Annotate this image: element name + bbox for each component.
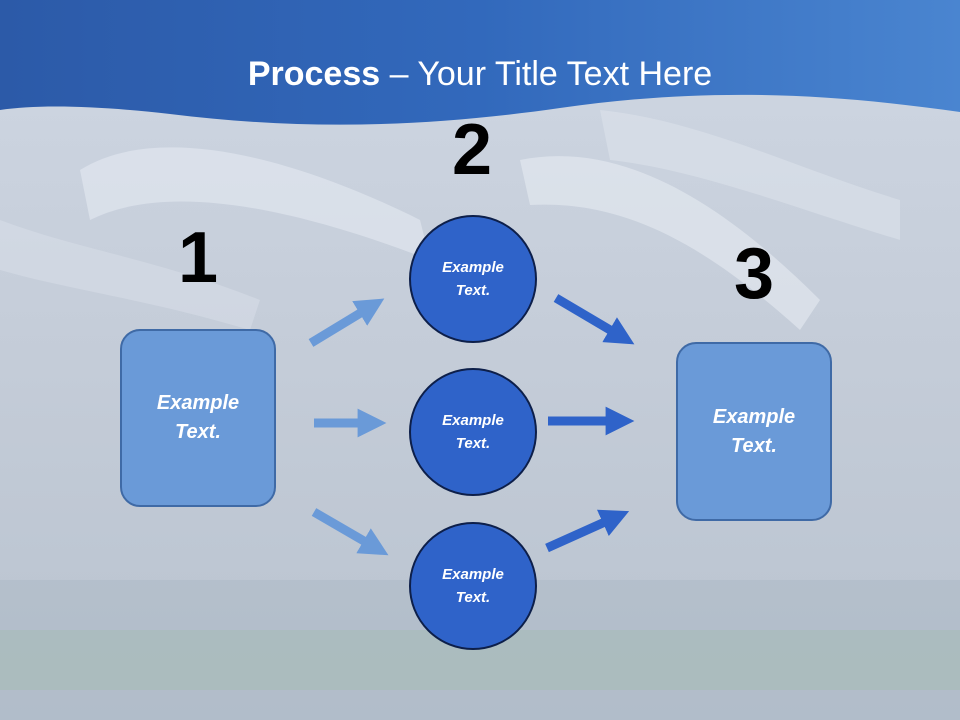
left-box-text: Example Text. [156,392,240,443]
circle-middle-text: Example Text. [442,412,504,452]
right-box-text: Example Text. [712,405,796,457]
arrow-left-to-bottom [311,508,389,556]
step-number-3: 3 [733,234,775,314]
arrow-top-to-right [553,294,635,345]
title-bold: Process [247,55,381,93]
right-box[interactable]: Example Text. [676,342,832,521]
slide-title: Process – Your Title Text Here [0,52,960,96]
circle-bottom-text: Example Text. [442,566,504,606]
arrow-left-to-top [308,298,385,347]
circle-middle[interactable]: Example Text. [409,368,537,496]
circle-bottom[interactable]: Example Text. [409,522,537,650]
left-box[interactable]: Example Text. [120,329,276,507]
step-number-2: 2 [451,110,493,190]
circle-top[interactable]: Example Text. [409,215,537,343]
arrow-bottom-to-right [545,509,630,553]
title-rest: – Your Title Text Here [380,55,713,93]
circle-top-text: Example Text. [442,259,504,299]
step-number-1: 1 [177,218,219,298]
